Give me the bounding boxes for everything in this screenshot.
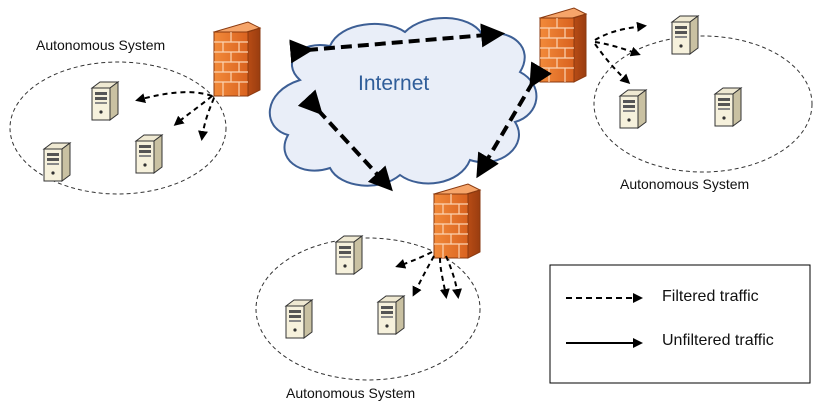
firewall-icon-left	[213, 21, 261, 97]
legend-filtered-label: Filtered traffic	[662, 288, 759, 305]
server-icon	[135, 134, 163, 174]
server-icon	[671, 15, 699, 55]
filtered-traffic-arrows	[135, 21, 647, 299]
as-label-left: Autonomous System	[36, 37, 166, 53]
server-icon	[285, 299, 313, 339]
server-icon	[43, 142, 71, 182]
firewall-icon-right	[539, 7, 587, 83]
legend-box	[549, 264, 811, 384]
as-boundary-left	[9, 61, 227, 195]
server-icon	[377, 295, 405, 335]
internet-label: Internet	[358, 72, 430, 95]
server-icon	[335, 235, 363, 275]
as-label-right: Autonomous System	[620, 176, 750, 192]
legend-unfiltered-label: Unfiltered traffic	[662, 332, 774, 349]
as-boundary-bottom	[255, 237, 481, 381]
as-label-bottom: Autonomous System	[286, 385, 416, 401]
server-icon	[714, 87, 742, 127]
cloud-icon	[268, 17, 538, 187]
inter-as-links	[289, 23, 552, 192]
server-icon	[619, 89, 647, 129]
as-boundary-right	[593, 35, 813, 173]
firewall-icon-bottom	[433, 183, 481, 259]
server-icon	[91, 81, 119, 121]
